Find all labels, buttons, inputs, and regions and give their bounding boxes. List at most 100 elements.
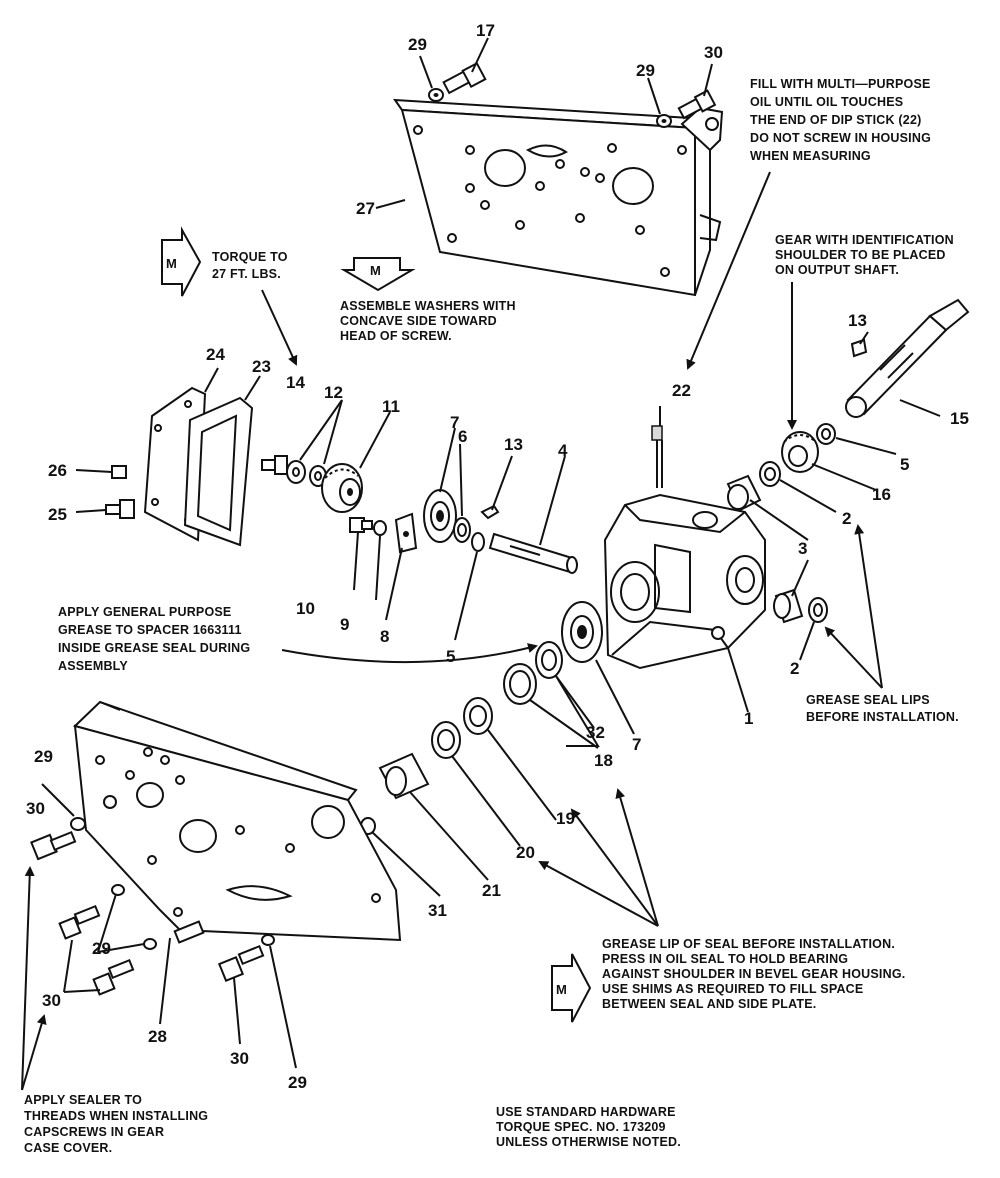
svg-text:ASSEMBLE WASHERS WITH: ASSEMBLE WASHERS WITH — [340, 299, 516, 313]
callout-4: 4 — [558, 441, 568, 460]
plug-26 — [111, 465, 127, 479]
leader-lines — [41, 37, 941, 1069]
note-fill-oil: FILL WITH MULTI—PURPOSE OIL UNTIL OIL TO… — [750, 77, 931, 163]
seal-20 — [431, 721, 461, 759]
svg-text:INSIDE GREASE SEAL DURING: INSIDE GREASE SEAL DURING — [58, 641, 250, 655]
svg-text:27 FT. LBS.: 27 FT. LBS. — [212, 267, 281, 281]
callout-30: 30 — [704, 43, 723, 62]
callout-30: 30 — [42, 991, 61, 1010]
callout-30: 30 — [230, 1049, 249, 1068]
callout-5: 5 — [446, 647, 455, 666]
svg-text:GREASE LIP OF SEAL BEFORE INST: GREASE LIP OF SEAL BEFORE INSTALLATION. — [602, 937, 895, 951]
callout-27: 27 — [356, 199, 375, 218]
callout-23: 23 — [252, 357, 271, 376]
spacer-2-top — [759, 461, 781, 487]
key-13-right — [850, 338, 868, 358]
svg-text:HEAD OF SCREW.: HEAD OF SCREW. — [340, 329, 452, 343]
callout-2: 2 — [842, 509, 851, 528]
gasket — [183, 396, 254, 547]
svg-text:FILL WITH MULTI—PURPOSE: FILL WITH MULTI—PURPOSE — [750, 77, 931, 91]
svg-text:UNLESS OTHERWISE NOTED.: UNLESS OTHERWISE NOTED. — [496, 1135, 681, 1149]
bolt-30-left — [30, 830, 77, 861]
svg-text:USE STANDARD HARDWARE: USE STANDARD HARDWARE — [496, 1105, 676, 1119]
callout-29: 29 — [636, 61, 655, 80]
bearing-3-top — [726, 474, 762, 512]
bolt-30-lower-left-a — [58, 904, 101, 940]
bottom-side-plate — [73, 700, 402, 942]
callout-30: 30 — [26, 799, 45, 818]
callout-29: 29 — [288, 1073, 307, 1092]
svg-text:BEFORE INSTALLATION.: BEFORE INSTALLATION. — [806, 710, 959, 724]
spacer-18 — [503, 663, 537, 705]
svg-text:BETWEEN SEAL AND SIDE PLATE.: BETWEEN SEAL AND SIDE PLATE. — [602, 997, 816, 1011]
svg-text:GEAR WITH IDENTIFICATION: GEAR WITH IDENTIFICATION — [775, 233, 954, 247]
output-shaft-15 — [845, 298, 970, 418]
svg-text:GREASE SEAL LIPS: GREASE SEAL LIPS — [806, 693, 930, 707]
callout-7: 7 — [450, 413, 459, 432]
ring-5-left — [471, 532, 485, 552]
dip-stick-22 — [651, 425, 663, 488]
svg-text:DO NOT SCREW IN HOUSING: DO NOT SCREW IN HOUSING — [750, 131, 931, 145]
lock-washer-29-left — [70, 817, 86, 831]
bearing-7-left — [423, 489, 457, 543]
callout-16: 16 — [872, 485, 891, 504]
gear-16 — [781, 431, 819, 473]
lock-plate-8 — [394, 512, 418, 554]
bevel-gear-housing — [603, 493, 766, 670]
callout-28: 28 — [148, 1027, 167, 1046]
capscrew-25 — [105, 499, 135, 519]
key-13-left — [480, 504, 500, 520]
gear-11 — [321, 463, 363, 513]
callout-5: 5 — [900, 455, 909, 474]
callout-22: 22 — [672, 381, 691, 400]
callout-13: 13 — [504, 435, 523, 454]
callout-29: 29 — [408, 35, 427, 54]
lock-washer-29-bottom — [261, 934, 275, 946]
bearing-3-bottom — [773, 588, 804, 624]
spacer-21 — [378, 752, 430, 800]
ring-5-right — [816, 423, 836, 445]
callout-31: 31 — [428, 901, 447, 920]
seal-19 — [463, 697, 493, 735]
callout-2: 2 — [790, 659, 799, 678]
svg-text:OIL UNTIL OIL TOUCHES: OIL UNTIL OIL TOUCHES — [750, 95, 903, 109]
svg-text:CASE COVER.: CASE COVER. — [24, 1141, 112, 1155]
callout-18: 18 — [594, 751, 613, 770]
washers-12 — [286, 460, 327, 487]
callout-20: 20 — [516, 843, 535, 862]
callout-21: 21 — [482, 881, 501, 900]
capscrew-10 — [349, 517, 373, 533]
callout-7: 7 — [632, 735, 641, 754]
callout-13: 13 — [848, 311, 867, 330]
svg-text:USE SHIMS AS REQUIRED TO FILL: USE SHIMS AS REQUIRED TO FILL SPACE — [602, 982, 863, 996]
callout-29: 29 — [34, 747, 53, 766]
callout-8: 8 — [380, 627, 389, 646]
note-grease-lip: GREASE LIP OF SEAL BEFORE INSTALLATION. … — [602, 937, 905, 1011]
bolt-28 — [173, 920, 205, 944]
bolt-30-top — [677, 89, 717, 120]
callout-19: 19 — [556, 809, 575, 828]
callout-26: 26 — [48, 461, 67, 480]
svg-text:M: M — [370, 263, 381, 278]
svg-text:GREASE TO SPACER 1663111: GREASE TO SPACER 1663111 — [58, 623, 242, 637]
note-gear-id: GEAR WITH IDENTIFICATION SHOULDER TO BE … — [775, 233, 954, 277]
spacer-6 — [453, 517, 471, 543]
lock-washer-29-top-right — [656, 114, 672, 128]
seal-32 — [535, 641, 563, 679]
callout-14: 14 — [286, 373, 305, 392]
callout-29: 29 — [92, 939, 111, 958]
svg-text:CAPSCREWS IN GEAR: CAPSCREWS IN GEAR — [24, 1125, 164, 1139]
m-symbol-seal: M — [551, 953, 592, 1023]
note-torque: TORQUE TO 27 FT. LBS. — [212, 250, 288, 281]
svg-text:M: M — [556, 982, 567, 997]
bearing-7-center — [561, 601, 603, 663]
bolt-17 — [442, 61, 487, 95]
svg-text:TORQUE SPEC. NO. 173209: TORQUE SPEC. NO. 173209 — [496, 1120, 666, 1134]
top-side-plate — [392, 98, 724, 297]
washer-9 — [373, 520, 387, 536]
callout-12: 12 — [324, 383, 343, 402]
callout-17: 17 — [476, 21, 495, 40]
callout-numbers: 1 2 2 3 4 5 5 6 7 7 8 9 10 11 12 13 13 1… — [26, 21, 969, 1092]
callout-9: 9 — [340, 615, 349, 634]
